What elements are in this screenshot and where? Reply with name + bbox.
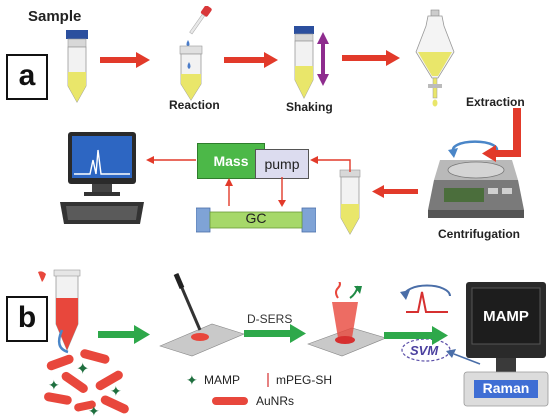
legend-aunrs-label: AuNRs [256,394,295,408]
shaking-label: Shaking [286,100,333,114]
arrow-sample-to-reaction [100,52,150,68]
monitor-mamp-text: MAMP [483,308,529,325]
legend-mpeg-icon [267,373,269,387]
mass-label: Mass [213,153,249,169]
arrow-shaking-to-extraction [342,50,400,66]
extract-tube-icon [339,169,361,235]
pump-label: pump [264,156,300,172]
arrow-tube-to-pump [316,159,351,172]
pump-box: pump [255,149,309,179]
raman-monitor-icon [463,282,549,407]
centrifugation-label: Centrifugation [438,227,520,241]
arrow-centrifuge-to-tube [372,185,418,198]
raman-label: Raman [482,380,530,396]
legend-mamp-icon: ✦ [186,373,198,387]
arrow-tube-to-slide [98,325,150,344]
arrow-dsers [244,324,306,343]
centrifuge-icon [428,140,524,218]
svg-text:✦: ✦ [186,373,198,387]
reaction-label: Reaction [169,98,220,112]
slide-pipette-icon [159,273,245,357]
sample-tube-icon [66,30,88,103]
svm-cycle-icon [400,284,451,362]
gc-label: GC [245,210,267,226]
arrow-reaction-to-shaking [224,52,278,68]
svg-text:✦: ✦ [48,378,60,394]
legend-mamp-label: MAMP [204,373,240,387]
computer-icon [60,132,144,224]
svm-label: SVM [410,343,439,358]
separatory-funnel-icon [415,9,455,107]
arrow-to-raman [384,326,448,345]
reaction-tube-icon [179,6,212,101]
gc-column-icon [196,207,316,233]
svg-text:✦: ✦ [88,404,100,418]
sample-label: Sample [28,8,82,25]
panel-b-label: b [6,296,48,342]
shaking-tube-icon [294,26,329,99]
extraction-label: Extraction [466,95,525,109]
svg-text:✦: ✦ [110,384,122,400]
legend-mpeg-label: mPEG-SH [276,373,333,387]
panel-b-arrows [98,324,481,365]
dsers-label: D-SERS [247,312,293,326]
arrow-extraction-to-centrifuge [482,108,521,162]
aunr-tube-icon [38,269,81,354]
panel-a-arrows [100,50,521,207]
aunr-cluster-icon: ✦ ✦ ✦ ✦ [44,349,129,418]
panel-a-label: a [6,54,48,100]
legend-aunr-icon [212,397,248,405]
svg-text:✦: ✦ [76,359,89,378]
laser-slide-icon [307,282,387,357]
mass-box: Mass [197,143,265,179]
